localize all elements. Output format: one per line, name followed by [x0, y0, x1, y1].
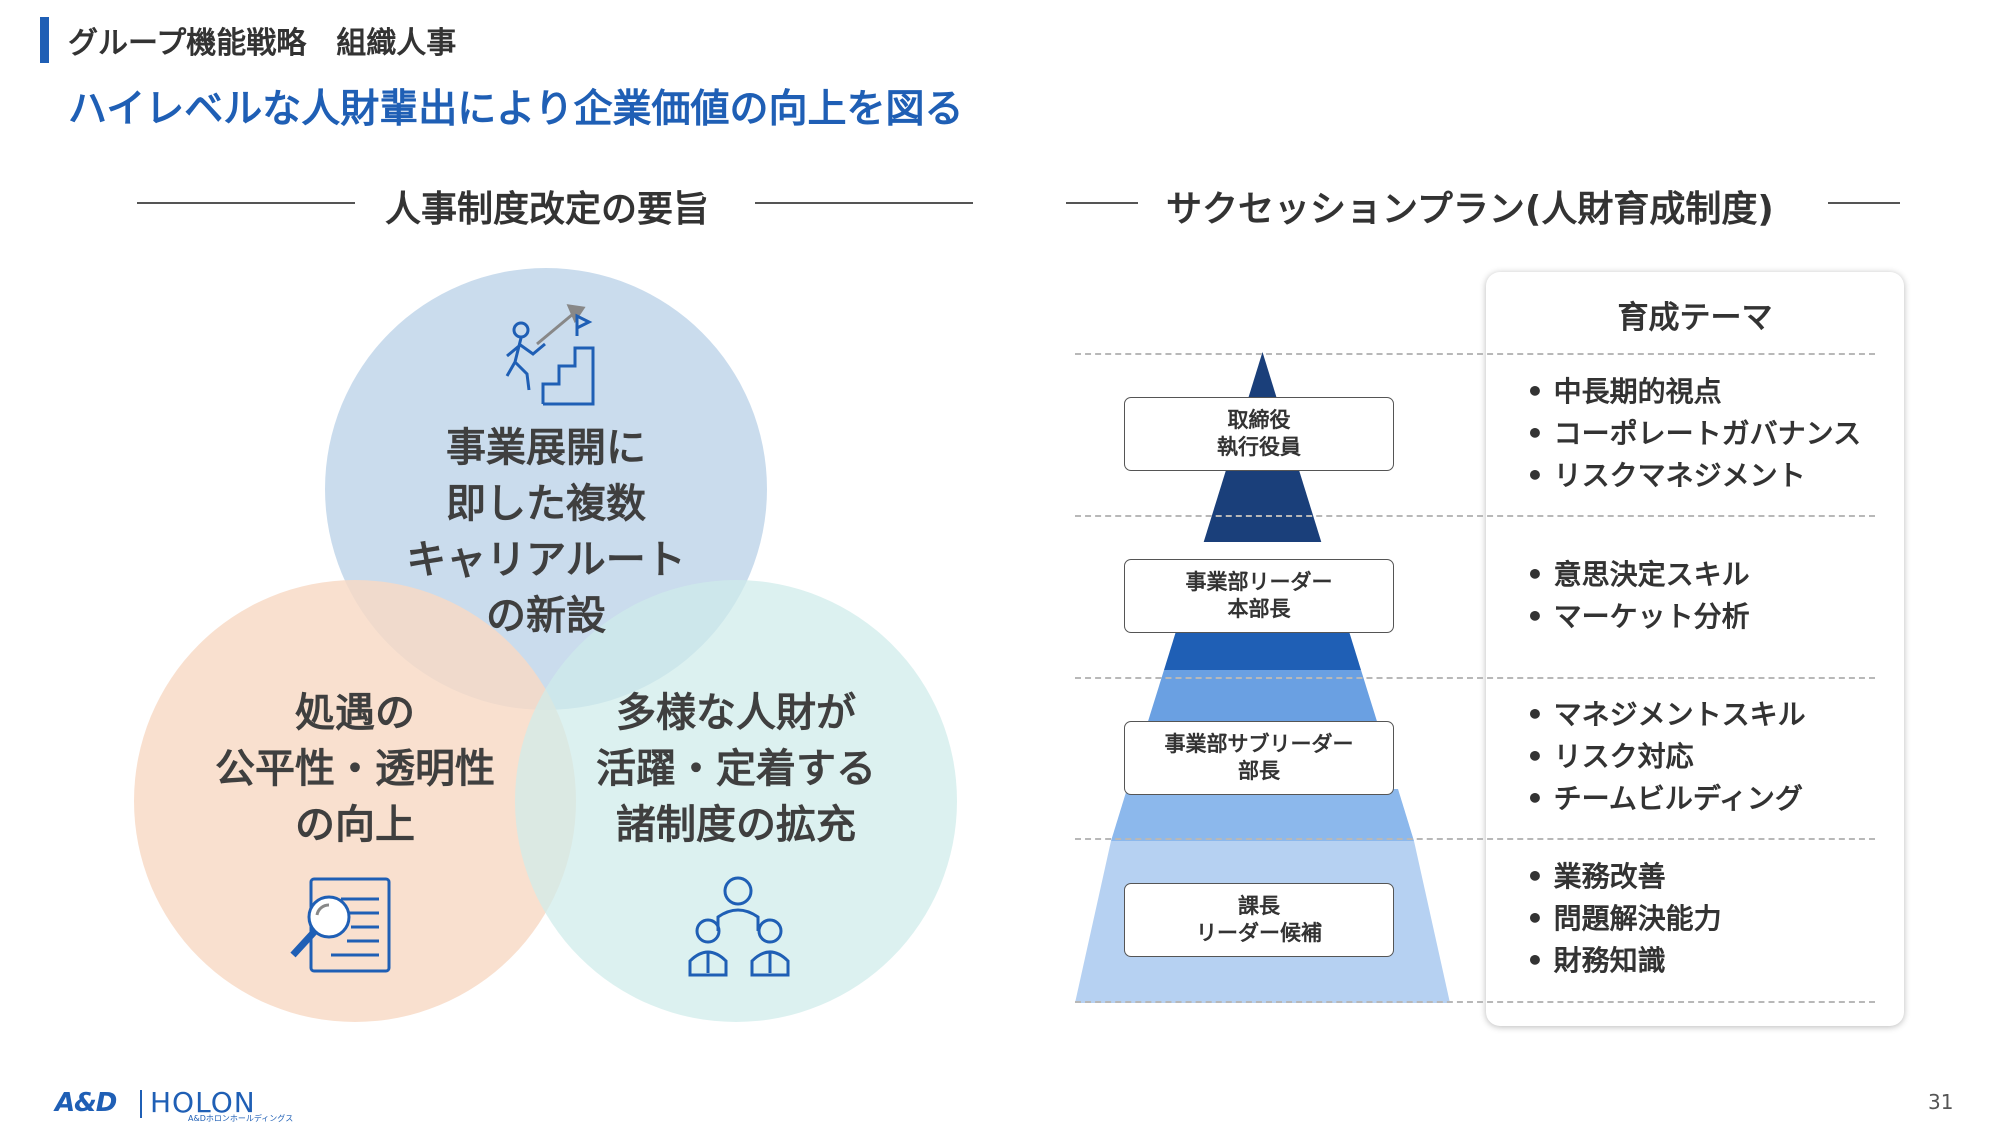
level-divider	[1075, 515, 1875, 517]
theme-header: 育成テーマ	[1617, 300, 1773, 336]
brand-logo-and: A&D	[55, 1088, 117, 1118]
level-label-sub-leader: 事業部サブリーダー 部長	[1124, 721, 1394, 795]
right-title-rule-left	[1066, 202, 1138, 204]
theme-item: リスク対応	[1526, 736, 1806, 778]
right-section-title: サクセッションプラン(人財育成制度)	[1166, 189, 1774, 230]
venn-text-right: 多様な人財が 活躍・定着する 諸制度の拡充	[596, 690, 876, 848]
brand-subtitle: A&Dホロンホールディングス	[188, 1114, 294, 1123]
header-category: グループ機能戦略 組織人事	[68, 26, 457, 61]
level-label-section-chief: 課長 リーダー候補	[1124, 883, 1394, 957]
theme-item: コーポレートガバナンス	[1526, 413, 1861, 455]
theme-item: 財務知識	[1526, 940, 1722, 982]
right-title-rule-right	[1828, 202, 1900, 204]
venn-circle-left	[134, 580, 576, 1022]
people-group-icon	[688, 876, 790, 977]
theme-item: 中長期的視点	[1526, 371, 1861, 413]
level-label-executive: 取締役 執行役員	[1124, 397, 1394, 471]
theme-item: マーケット分析	[1526, 596, 1750, 638]
pyramid-tier-top	[1248, 352, 1277, 398]
venn-text-left: 処遇の 公平性・透明性 の向上	[215, 690, 495, 848]
page-title: ハイレベルな人財輩出により企業価値の向上を図る	[68, 87, 964, 132]
stair-climb-icon	[505, 304, 595, 406]
theme-item: 問題解決能力	[1526, 898, 1722, 940]
pyramid-tier-3b	[1111, 789, 1414, 841]
theme-list-section-chief: 業務改善 問題解決能力 財務知識	[1526, 856, 1722, 982]
theme-list-executive: 中長期的視点 コーポレートガバナンス リスクマネジメント	[1526, 371, 1861, 497]
theme-list-sub-leader: マネジメントスキル リスク対応 チームビルディング	[1526, 694, 1806, 820]
level-divider	[1075, 677, 1875, 679]
page-number: 31	[1928, 1090, 1954, 1114]
theme-item: チームビルディング	[1526, 778, 1806, 820]
left-title-rule-left	[137, 202, 355, 204]
brand-divider	[140, 1090, 142, 1118]
level-divider	[1075, 1001, 1875, 1003]
pyramid-tier-3a	[1145, 670, 1380, 731]
theme-item: 意思決定スキル	[1526, 554, 1750, 596]
left-title-rule-right	[755, 202, 973, 204]
theme-list-division-leader: 意思決定スキル マーケット分析	[1526, 554, 1750, 638]
level-divider	[1075, 353, 1875, 355]
level-label-division-leader: 事業部リーダー 本部長	[1124, 559, 1394, 633]
theme-item: リスクマネジメント	[1526, 455, 1861, 497]
theme-item: 業務改善	[1526, 856, 1722, 898]
header-accent-bar	[40, 17, 49, 63]
theme-item: マネジメントスキル	[1526, 694, 1806, 736]
venn-circle-right	[515, 580, 957, 1022]
document-magnifier-icon	[290, 877, 391, 973]
brand-logo-holon: HOLON	[150, 1086, 256, 1119]
level-divider	[1075, 838, 1875, 840]
venn-text-top: 事業展開に 即した複数 キャリアルート の新設	[406, 425, 686, 639]
left-section-title: 人事制度改定の要旨	[385, 189, 710, 230]
